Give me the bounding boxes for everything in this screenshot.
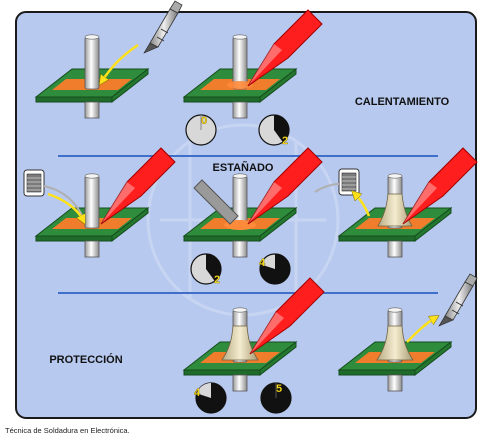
timer-dial-prot-end: 5 bbox=[260, 382, 292, 414]
label-proteccion: PROTECCIÓN bbox=[49, 353, 122, 366]
timer-number: 4 bbox=[194, 387, 201, 399]
step-tinning-apply bbox=[23, 147, 176, 258]
step-heating-contact bbox=[183, 9, 323, 119]
timer-dial-prot-start: 4 bbox=[194, 382, 227, 414]
timer-dial-heat-start: 0 bbox=[185, 114, 217, 146]
timer-number: 2 bbox=[282, 135, 288, 147]
timer-number: 5 bbox=[276, 383, 282, 395]
timer-dial-heat-end: 2 bbox=[258, 114, 290, 147]
timer-dial-tin-end: 4 bbox=[259, 253, 291, 285]
label-calentamiento: CALENTAMIENTO bbox=[355, 96, 450, 108]
step-protection-hold bbox=[183, 277, 325, 392]
step-heating-approach bbox=[35, 0, 183, 119]
label-estanado: ESTAÑADO bbox=[213, 161, 274, 174]
step-tinning-feed bbox=[183, 147, 323, 258]
step-protection-withdraw-iron bbox=[338, 273, 478, 392]
timer-dial-tin-start: 2 bbox=[190, 253, 222, 286]
timer-number: 4 bbox=[259, 257, 266, 269]
step-tinning-withdraw-wire bbox=[314, 147, 478, 258]
timer-number: 0 bbox=[201, 115, 207, 127]
timer-number: 2 bbox=[214, 274, 220, 286]
figure-caption: Técnica de Soldadura en Electrónica. bbox=[5, 426, 130, 435]
